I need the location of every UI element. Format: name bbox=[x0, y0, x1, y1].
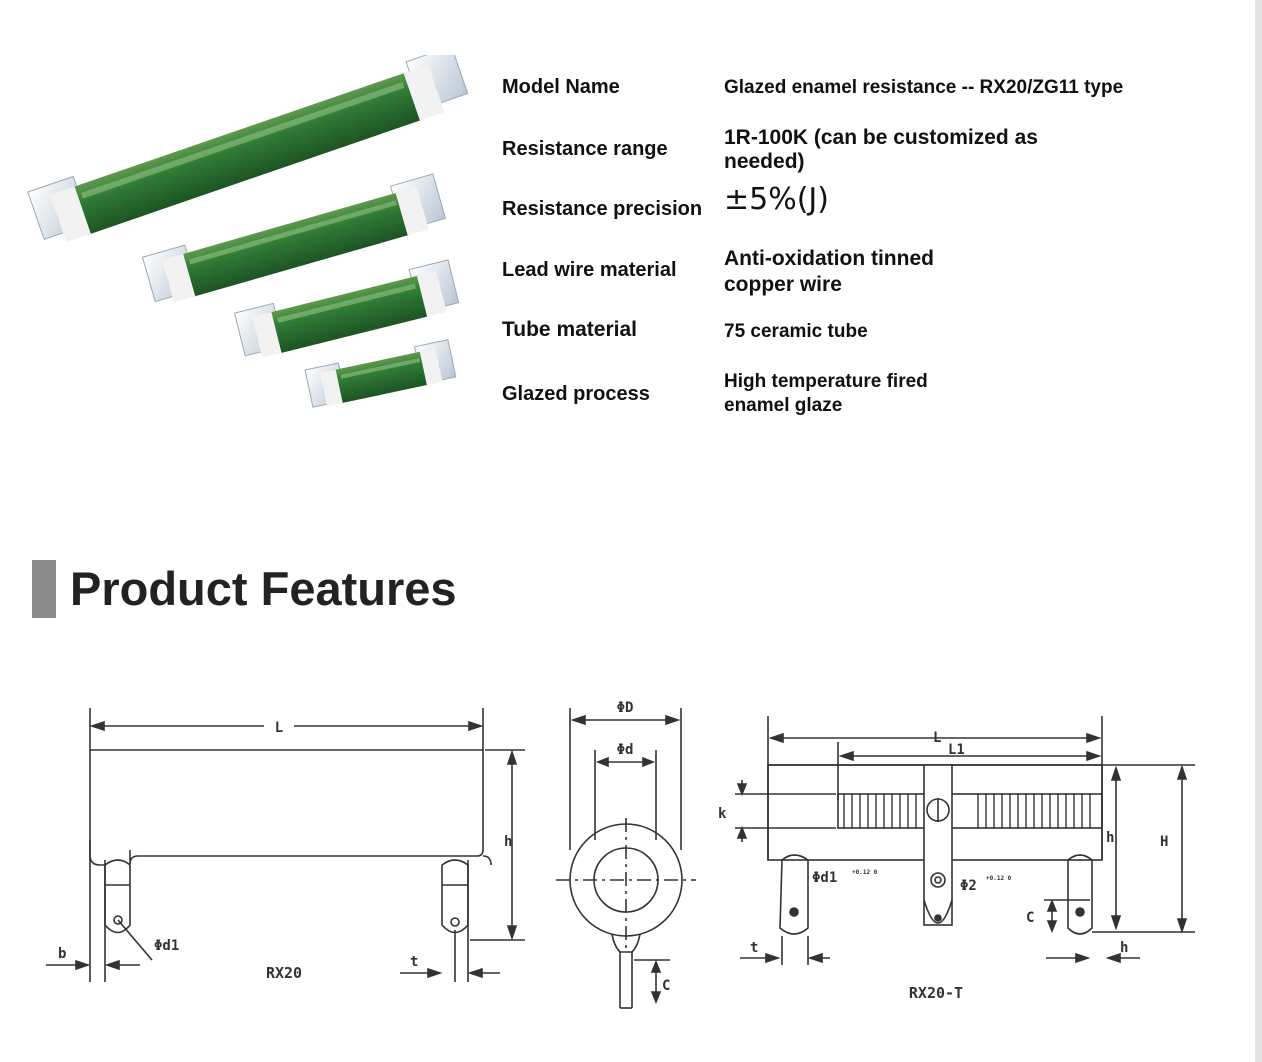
spec-value: ±5%(J) bbox=[724, 182, 829, 217]
cross-dim-D: ΦD bbox=[617, 700, 634, 716]
rx20-name: RX20 bbox=[266, 964, 302, 982]
rx20-dim-h: h bbox=[504, 834, 512, 850]
spec-value: Glazed enamel resistance -- RX20/ZG11 ty… bbox=[724, 77, 1124, 98]
cross-dim-d: Φd bbox=[617, 742, 634, 758]
resistor-2 bbox=[141, 173, 447, 303]
page-edge bbox=[1255, 0, 1262, 1062]
rx20-drawing: L h b Φd1 t RX2 bbox=[46, 708, 525, 982]
rx20t-dim-h: h bbox=[1106, 830, 1114, 846]
section-title: Product Features bbox=[70, 562, 457, 615]
spec-label: Resistance range bbox=[502, 138, 668, 160]
rx20-dim-b: b bbox=[58, 946, 66, 962]
spec-label: Resistance precision bbox=[502, 198, 703, 220]
rx20t-dim-d1-tol: +0.12 0 bbox=[852, 869, 878, 876]
spec-value: High temperature fired enamel glaze bbox=[724, 371, 928, 416]
cross-dim-C: C bbox=[662, 978, 670, 994]
rx20t-name: RX20-T bbox=[909, 984, 963, 1002]
rx20t-dim-L1: L1 bbox=[948, 742, 965, 758]
rx20t-dim-k: k bbox=[718, 806, 727, 822]
product-photo bbox=[27, 55, 469, 408]
rx20t-dim-2-tol: +0.12 0 bbox=[986, 875, 1012, 882]
rx20t-dim-C: C bbox=[1026, 910, 1034, 926]
rx20-dim-d1: Φd1 bbox=[154, 938, 179, 954]
spec-value: 1R-100K (can be customized as needed) bbox=[724, 126, 1038, 173]
spec-label: Tube material bbox=[502, 318, 637, 341]
rx20-dim-t: t bbox=[410, 954, 418, 970]
spec-value: Anti-oxidation tinned copper wire bbox=[724, 247, 934, 296]
resistor-3 bbox=[233, 259, 460, 358]
rx20t-dim-h2: h bbox=[1120, 940, 1128, 956]
spec-label: Lead wire material bbox=[502, 259, 677, 281]
rx20t-drawing: L L1 bbox=[718, 716, 1195, 1002]
dimension-drawing: L h b Φd1 t RX2 bbox=[46, 700, 1195, 1009]
rx20t-dim-L: L bbox=[933, 730, 941, 746]
spec-label: Glazed process bbox=[502, 383, 650, 405]
section-marker bbox=[32, 560, 56, 618]
rx20t-dim-t: t bbox=[750, 940, 758, 956]
spec-label: Model Name bbox=[502, 76, 620, 98]
rx20t-dim-H: H bbox=[1160, 834, 1168, 850]
rx20-dim-L: L bbox=[275, 720, 283, 736]
rx20t-dim-2: Φ2 bbox=[960, 878, 977, 894]
resistor-4 bbox=[304, 339, 457, 408]
rx20t-dim-d1: Φd1 bbox=[812, 870, 837, 886]
resistor-1 bbox=[27, 55, 469, 243]
cross-section-drawing: ΦD Φd C bbox=[556, 700, 696, 1009]
spec-value: 75 ceramic tube bbox=[724, 321, 868, 342]
